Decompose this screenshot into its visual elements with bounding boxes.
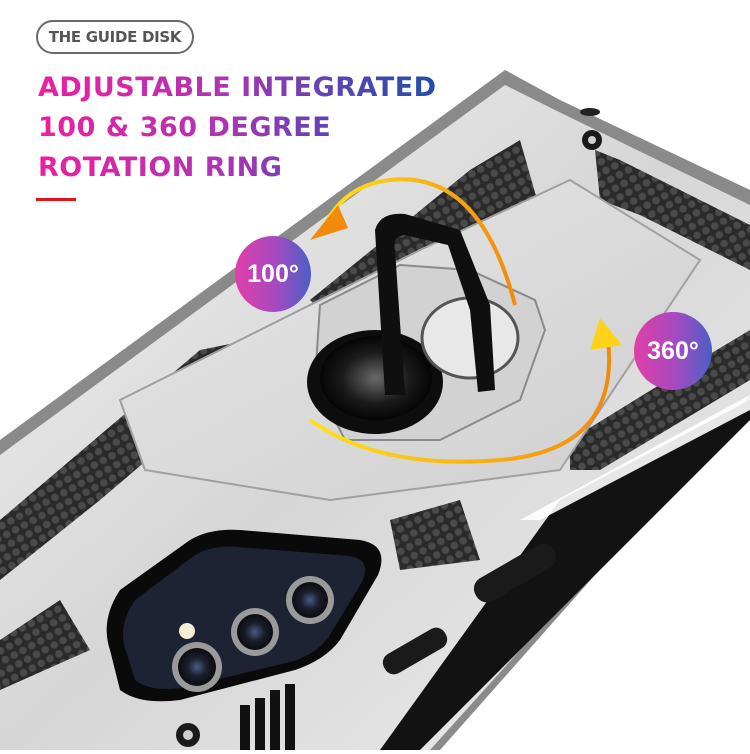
accent-red-bar (36, 198, 76, 201)
headline-line-2: 100 & 360 DEGREE (38, 108, 437, 148)
badge-100-degree: 100° (235, 236, 311, 312)
badge-360-degree: 360° (634, 312, 712, 390)
rotation-arrows (308, 177, 622, 464)
ring-holder (307, 213, 547, 441)
headline-line-1: ADJUSTABLE INTEGRATED (38, 68, 437, 108)
headline: ADJUSTABLE INTEGRATED 100 & 360 DEGREE R… (38, 68, 437, 188)
headline-line-3: ROTATION RING (38, 148, 437, 188)
camera-module (106, 529, 382, 702)
guide-disk-tag: THE GUIDE DISK (36, 20, 194, 54)
bumper-ridges (240, 684, 295, 750)
